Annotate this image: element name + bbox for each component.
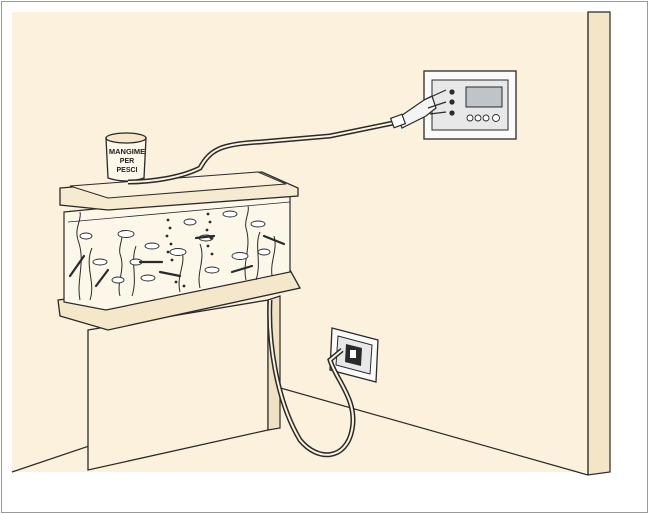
can-label-line2: PER	[120, 158, 134, 165]
timer-connector-plug	[389, 89, 447, 129]
wall-timer-panel	[423, 70, 517, 140]
timer-display	[465, 86, 503, 108]
wall-power-outlet	[329, 327, 379, 383]
can-label-line1: MANGIME	[109, 147, 145, 156]
can-label-line3: PESCI	[116, 167, 137, 174]
aquarium-tank	[57, 171, 301, 331]
side-wall	[587, 11, 611, 476]
fish-food-can: MANGIME PER PESCI	[105, 132, 147, 182]
